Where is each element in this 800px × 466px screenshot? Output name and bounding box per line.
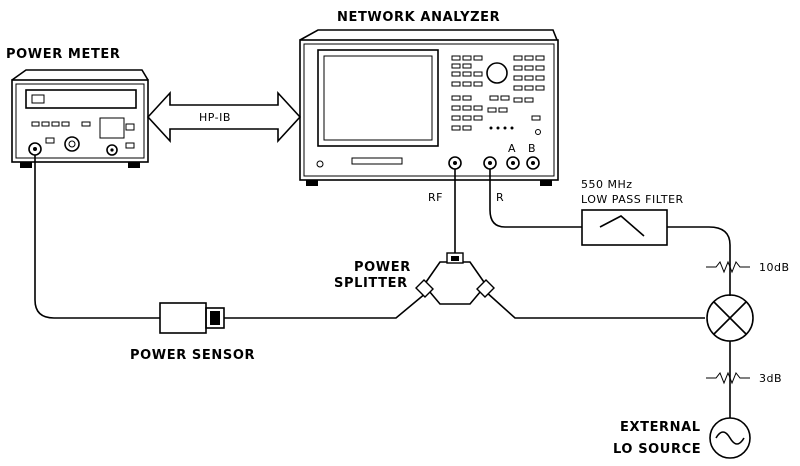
sine-wave-icon — [715, 431, 745, 445]
attenuator-10db-label: 10dB — [759, 261, 790, 274]
cable-filter-to-mixer — [667, 226, 731, 296]
hpib-label: HP-IB — [199, 111, 231, 124]
filter-box — [581, 209, 668, 246]
analyzer-knob — [486, 62, 508, 84]
filter-label-freq: 550 MHz — [581, 178, 633, 191]
analyzer-screen — [317, 49, 439, 147]
attenuator-3db-symbol — [706, 371, 750, 385]
power-sensor: POWER SENSOR — [130, 302, 255, 363]
hpib-arrow — [146, 90, 302, 144]
network-analyzer-label: NETWORK ANALYZER — [337, 10, 500, 25]
power-splitter-label-1: POWER — [354, 260, 411, 275]
external-lo-source: EXTERNAL LO SOURCE — [613, 417, 751, 459]
port-rf-label: RF — [428, 191, 443, 204]
power-sensor-body — [159, 302, 207, 334]
power-meter-display — [25, 89, 137, 109]
mixer — [706, 294, 754, 342]
mixer-cross — [713, 301, 747, 335]
cable-r-to-filter — [489, 169, 582, 228]
power-meter-body — [11, 79, 149, 163]
lo-source-label-1: EXTERNAL — [620, 420, 701, 435]
port-a-label: A — [508, 142, 516, 155]
splitter-body — [422, 261, 488, 305]
filter-label-type: LOW PASS FILTER — [581, 193, 684, 206]
attenuator-10db-symbol — [706, 260, 750, 274]
port-a-connector — [506, 156, 520, 170]
attenuator-10db: 10dB — [706, 260, 790, 274]
power-splitter: POWER SPLITTER — [334, 252, 495, 305]
mixer-circle — [706, 294, 754, 342]
port-b-label: B — [528, 142, 536, 155]
power-sensor-label: POWER SENSOR — [130, 348, 255, 363]
port-r-label: R — [496, 191, 504, 204]
port-b-connector — [526, 156, 540, 170]
lo-source-circle — [709, 417, 751, 459]
analyzer-keypad — [451, 55, 545, 135]
power-splitter-label-2: SPLITTER — [334, 276, 408, 291]
cable-sensor-to-splitter — [224, 292, 427, 319]
network-analyzer: NETWORK ANALYZER — [299, 10, 559, 204]
cable-meter-to-sensor — [34, 155, 160, 319]
power-meter: POWER METER — [6, 47, 149, 168]
network-analyzer-body — [299, 39, 559, 181]
low-pass-symbol — [599, 215, 645, 237]
hpib-bus: HP-IB — [146, 90, 302, 144]
lo-source-label-2: LO SOURCE — [613, 442, 701, 457]
attenuator-3db-label: 3dB — [759, 372, 782, 385]
attenuator-3db: 3dB — [706, 371, 782, 385]
low-pass-filter: 550 MHz LOW PASS FILTER — [581, 178, 684, 246]
power-meter-label: POWER METER — [6, 47, 121, 62]
cable-splitter-to-mixer — [484, 290, 705, 319]
